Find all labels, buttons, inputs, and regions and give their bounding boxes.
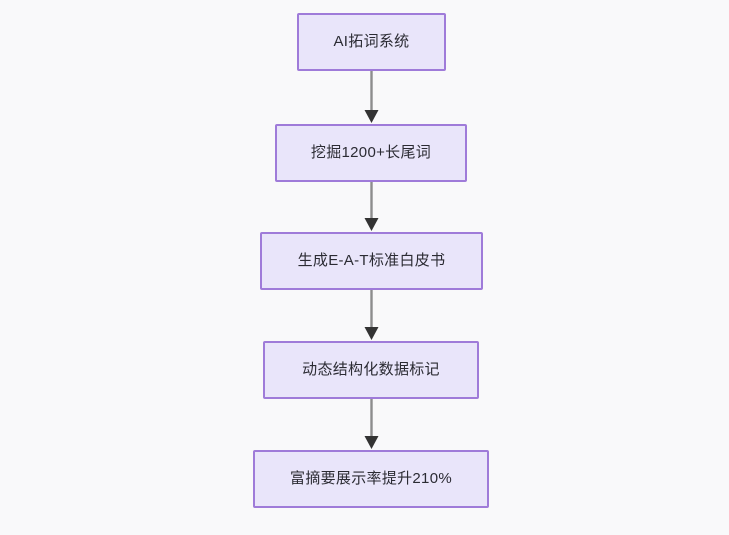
edge-n4-n5 <box>364 399 379 449</box>
flow-node-rich-snippet-result[interactable]: 富摘要展示率提升210% <box>253 450 489 508</box>
flow-node-label: 富摘要展示率提升210% <box>290 470 452 487</box>
flow-node-label: 挖掘1200+长尾词 <box>310 144 432 161</box>
flow-node-label: AI拓词系统 <box>333 33 410 50</box>
edge-n3-n4 <box>364 290 379 340</box>
edge-n1-n2 <box>364 71 379 123</box>
flow-node-structured-data-markup[interactable]: 动态结构化数据标记 <box>263 341 479 399</box>
flow-node-label: 动态结构化数据标记 <box>302 361 440 378</box>
flow-node-label: 生成E-A-T标准白皮书 <box>297 252 446 269</box>
edge-n2-n3 <box>364 182 379 231</box>
flow-node-eat-whitepaper[interactable]: 生成E-A-T标准白皮书 <box>260 232 483 290</box>
flow-node-ai-keyword-system[interactable]: AI拓词系统 <box>297 13 446 71</box>
flow-node-longtail-mining[interactable]: 挖掘1200+长尾词 <box>275 124 467 182</box>
